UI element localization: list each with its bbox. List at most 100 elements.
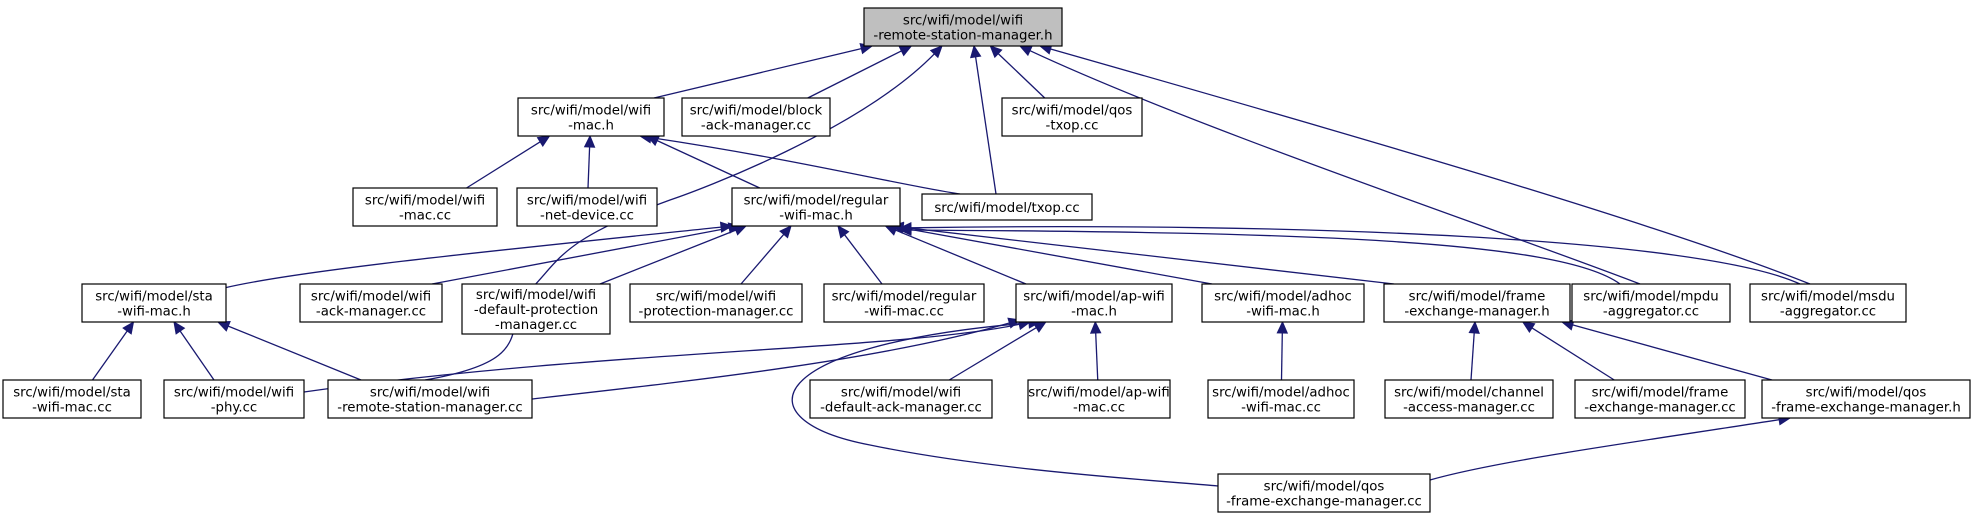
ap-wifi-mac-cc-node[interactable]: src/wifi/model/ap-wifi-mac.cc [1027,379,1171,419]
node-box [1761,379,1971,419]
node-label-line: -ack-manager.cc [316,305,426,320]
node-box [461,283,611,335]
node-label-line: src/wifi/model/sta [95,290,213,305]
node-label-line: src/wifi/model/adhoc [1214,290,1352,305]
arrowhead [898,45,913,57]
node-label-line: src/wifi/model/wifi [370,386,490,401]
frame-exchange-manager-h-node[interactable]: src/wifi/model/frame-exchange-manager.h [1383,283,1571,323]
edges-layer [91,43,1811,487]
regular-wifi-mac-cc-node[interactable]: src/wifi/model/regular-wifi-mac.cc [823,283,985,323]
node-label-line: -mac.cc [1073,401,1125,416]
wifi-remote-station-manager-cc-node[interactable]: src/wifi/model/wifi-remote-station-manag… [327,379,533,419]
edge-regular_h-to-msdu [910,226,1801,285]
ap-wifi-mac-h-node[interactable]: src/wifi/model/ap-wifi-mac.h [1015,283,1173,323]
node-box [2,379,142,419]
node-label-line: src/wifi/model/block [690,104,823,119]
node-label-line: -default-protection [474,303,598,318]
edge-regular_h-to-regular_cc [844,234,883,285]
edge-fem_h-to-fem_cc [1531,327,1615,381]
node-label-line: -aggregator.cc [1780,305,1876,320]
node-label-line: src/wifi/model/ap-wifi [1028,386,1170,401]
wifi-net-device-cc-node[interactable]: src/wifi/model/wifi-net-device.cc [516,187,658,227]
node-label-line: -manager.cc [495,318,577,333]
edge-root-to-block_ack [807,50,902,99]
block-ack-manager-cc-node[interactable]: src/wifi/model/block-ack-manager.cc [681,97,831,137]
root-header-node[interactable]: src/wifi/model/wifi-remote-station-manag… [863,7,1063,47]
node-label-line: -access-manager.cc [1403,401,1535,416]
edge-root-to-rsm_cc [424,53,935,381]
node-label-line: -mac.h [1071,305,1117,320]
node-box [1383,283,1571,323]
txop-cc-node[interactable]: src/wifi/model/txop.cc [921,193,1093,221]
edge-root-to-qos_txop [997,53,1046,99]
wifi-default-protection-manager-cc-node[interactable]: src/wifi/model/wifi-default-protection-m… [461,283,611,335]
arrowhead [989,45,1003,59]
msdu-aggregator-cc-node[interactable]: src/wifi/model/msdu-aggregator.cc [1749,283,1907,323]
regular-wifi-mac-h-node[interactable]: src/wifi/model/regular-wifi-mac.h [731,187,901,227]
arrowhead [583,134,596,148]
frame-exchange-manager-cc-node[interactable]: src/wifi/model/frame-exchange-manager.cc [1574,379,1746,419]
arrowhead [122,321,135,335]
adhoc-wifi-mac-cc-node[interactable]: src/wifi/model/adhoc-wifi-mac.cc [1207,379,1355,419]
sta-wifi-mac-cc-node[interactable]: src/wifi/model/sta-wifi-mac.cc [2,379,142,419]
node-label-line: -net-device.cc [540,209,634,224]
edge-regular_h-to-sta_h [223,226,722,289]
edge-root-to-mpdu [1029,50,1641,285]
node-label-line: -txop.cc [1046,119,1099,134]
node-label-line: -exchange-manager.cc [1584,401,1736,416]
node-box [1217,473,1431,513]
qos-txop-cc-node[interactable]: src/wifi/model/qos-txop.cc [1001,97,1143,137]
arrowhead [536,135,551,148]
edge-ap_h-to-ap_cc [1095,332,1099,381]
node-box [1749,283,1907,323]
node-label-line: -wifi-mac.cc [864,305,944,320]
node-label-line: src/wifi/model/regular [744,194,889,209]
node-box [163,379,305,419]
node-label-line: src/wifi/model/txop.cc [934,201,1079,216]
channel-access-manager-cc-node[interactable]: src/wifi/model/channel-access-manager.cc [1384,379,1554,419]
edge-ap_h-to-def_ack [948,327,1037,381]
node-label-line: -mac.h [568,119,614,134]
node-label-line: -phy.cc [211,401,258,416]
node-label-line: src/wifi/model/sta [13,386,131,401]
node-label-line: src/wifi/model/wifi [476,288,596,303]
wifi-protection-manager-cc-node[interactable]: src/wifi/model/wifi-protection-manager.c… [629,283,803,323]
node-box [352,187,498,227]
node-label-line: -wifi-mac.cc [32,401,112,416]
wifi-default-ack-manager-cc-node[interactable]: src/wifi/model/wifi-default-ack-manager.… [809,379,993,419]
arrowhead [1276,320,1289,334]
edge-regular_h-to-fem_h [902,226,1395,285]
node-label-line: -remote-station-manager.h [873,29,1052,44]
edge-regular_h-to-prot_mgr [740,233,785,285]
node-label-line: src/wifi/model/wifi [903,14,1023,29]
edge-regular_h-to-mpdu [910,229,1621,285]
node-label-line: src/wifi/model/ap-wifi [1023,290,1165,305]
wifi-mac-cc-node[interactable]: src/wifi/model/wifi-mac.cc [352,187,498,227]
edge-adhoc_h-to-adhoc_cc [1280,332,1283,381]
edge-fem_h-to-qos_fem_h [1572,324,1773,381]
wifi-mac-h-node[interactable]: src/wifi/model/wifi-mac.h [517,97,665,137]
node-label-line: src/wifi/model/qos [1012,104,1133,119]
arrowhead [837,225,850,239]
qos-frame-exchange-manager-h-node[interactable]: src/wifi/model/qos-frame-exchange-manage… [1761,379,1971,419]
node-box [629,283,803,323]
arrowhead [1468,320,1480,334]
edge-regular_h-to-adhoc_h [902,227,1213,285]
node-label-line: src/wifi/model/wifi [656,290,776,305]
sta-wifi-mac-h-node[interactable]: src/wifi/model/sta-wifi-mac.h [81,283,227,323]
adhoc-wifi-mac-h-node[interactable]: src/wifi/model/adhoc-wifi-mac.h [1201,283,1365,323]
arrowhead [970,44,982,59]
edge-regular_h-to-def_prot [599,229,737,285]
wifi-ack-manager-cc-node[interactable]: src/wifi/model/wifi-ack-manager.cc [299,283,443,323]
node-label-line: -frame-exchange-manager.h [1771,401,1961,416]
arrowhead [1089,320,1102,334]
wifi-phy-cc-node[interactable]: src/wifi/model/wifi-phy.cc [163,379,305,419]
node-label-line: src/wifi/model/channel [1394,386,1544,401]
qos-frame-exchange-manager-cc-node[interactable]: src/wifi/model/qos-frame-exchange-manage… [1217,473,1431,513]
mpdu-aggregator-cc-node[interactable]: src/wifi/model/mpdu-aggregator.cc [1571,283,1731,323]
node-box [921,193,1093,221]
node-label-line: src/wifi/model/wifi [841,386,961,401]
node-label-line: -frame-exchange-manager.cc [1226,495,1422,510]
edge-wifi_mac_h-to-wifi_mac_cc [466,141,541,189]
